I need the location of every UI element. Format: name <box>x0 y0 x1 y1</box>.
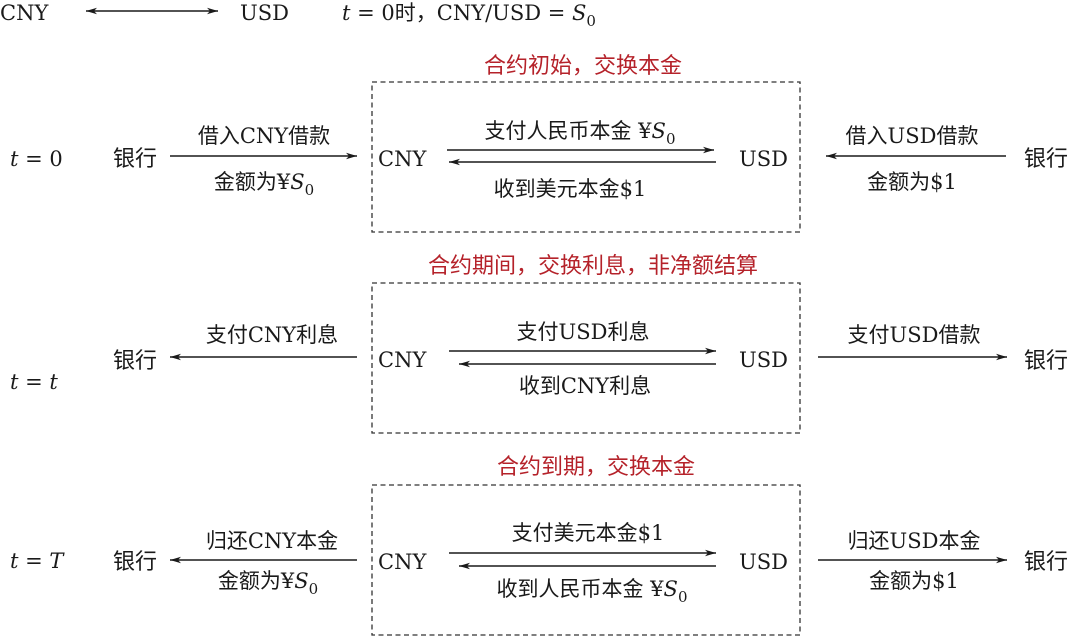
box-top-label-maturity: 支付美元本金$1 <box>512 521 665 545</box>
header-usd-label: USD <box>240 1 289 25</box>
stage-initial: 合约初始，交换本金 t = 0 银行 借入CNY借款 金额为¥S0 CNY 支付… <box>10 54 1068 233</box>
time-label-initial: t = 0 <box>10 147 63 171</box>
right-top-label-maturity: 归还USD本金 <box>848 529 981 553</box>
header-row: CNY USD t = 0时，CNY/USD = S0 <box>0 1 596 30</box>
header-eq-zero: = 0时，CNY/USD = <box>350 1 572 25</box>
stage-interim: 合约期间，交换利息，非净额结算 t = t 银行 支付CNY利息 CNY 支付U… <box>10 254 1068 434</box>
header-t-var: t <box>342 1 351 25</box>
left-bank-initial: 银行 <box>113 147 157 172</box>
box-usd-maturity: USD <box>739 550 788 574</box>
right-bank-maturity: 银行 <box>1024 550 1068 575</box>
stage-title-maturity: 合约到期，交换本金 <box>497 455 695 480</box>
box-top-label-interim: 支付USD利息 <box>517 320 650 344</box>
stage-box-initial <box>371 81 801 233</box>
left-top-label-interim: 支付CNY利息 <box>206 323 338 347</box>
box-bottom-label-interim: 收到CNY利息 <box>519 374 651 398</box>
right-bank-interim: 银行 <box>1024 349 1068 374</box>
header-s-var: S <box>572 1 586 25</box>
stage-title-initial: 合约初始，交换本金 <box>484 54 682 79</box>
header-cny-label: CNY <box>0 1 49 25</box>
box-usd-interim: USD <box>739 348 788 372</box>
right-bank-initial: 银行 <box>1024 147 1068 172</box>
box-bottom-label-initial: 收到美元本金$1 <box>494 177 647 201</box>
right-top-label-interim: 支付USD借款 <box>848 323 981 347</box>
header-s-sub: 0 <box>586 12 596 30</box>
box-cny-maturity: CNY <box>378 550 427 574</box>
right-bottom-label-initial: 金额为$1 <box>867 170 957 194</box>
right-bottom-label-maturity: 金额为$1 <box>869 569 959 593</box>
stage-title-interim: 合约期间，交换利息，非净额结算 <box>428 254 758 279</box>
box-usd-initial: USD <box>739 147 788 171</box>
left-bank-maturity: 银行 <box>113 550 157 575</box>
stage-maturity: 合约到期，交换本金 t = T 银行 归还CNY本金 金额为¥S0 CNY 支付… <box>10 455 1068 636</box>
box-top-label-initial: 支付人民币本金 ¥S0 <box>485 119 676 148</box>
left-top-label-initial: 借入CNY借款 <box>198 124 330 148</box>
left-top-label-maturity: 归还CNY本金 <box>206 529 338 553</box>
header-condition: t = 0时，CNY/USD = S0 <box>342 1 596 30</box>
box-cny-interim: CNY <box>378 348 427 372</box>
left-bank-interim: 银行 <box>113 349 157 374</box>
right-top-label-initial: 借入USD借款 <box>846 124 979 148</box>
stage-box-maturity <box>371 484 801 636</box>
time-label-maturity: t = T <box>10 549 65 573</box>
time-label-interim: t = t <box>10 370 58 394</box>
stage-box-interim <box>371 282 801 434</box>
box-cny-initial: CNY <box>378 147 427 171</box>
left-bottom-label-initial: 金额为¥S0 <box>214 170 314 199</box>
left-bottom-label-maturity: 金额为¥S0 <box>218 569 318 598</box>
box-bottom-label-maturity: 收到人民币本金 ¥S0 <box>497 577 688 606</box>
